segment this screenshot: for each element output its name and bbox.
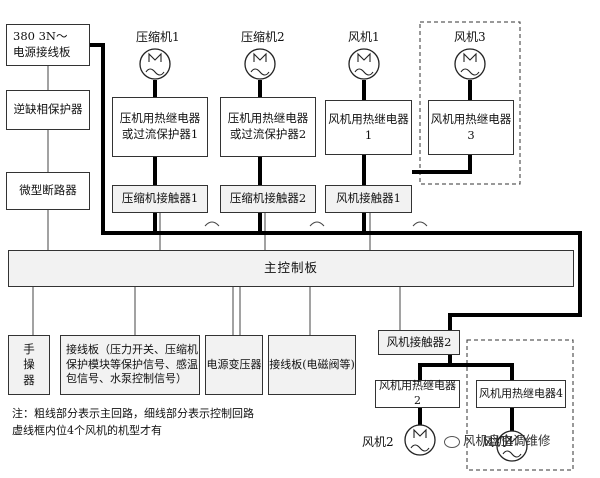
compressor2-contactor: 压缩机接触器2 xyxy=(220,185,316,213)
watermark: 风机盘空调维修 xyxy=(444,430,551,449)
power-terminal-board: 380 3N～ 电源接线板 xyxy=(6,24,90,66)
micro-breaker: 微型断路器 xyxy=(6,172,90,210)
compressor1-label: 压缩机1 xyxy=(136,30,180,44)
optional-fan3-frame xyxy=(419,21,521,185)
fan3-motor-icon xyxy=(454,48,486,80)
wechat-icon xyxy=(444,435,460,448)
compressor1-relay: 压机用热继电器 或过流保护器1 xyxy=(112,97,208,157)
manual-controller: 手 操 器 xyxy=(8,335,50,395)
fan3-label: 风机3 xyxy=(454,30,486,44)
compressor2-relay: 压机用热继电器 或过流保护器2 xyxy=(220,97,316,157)
phase-protector: 逆缺相保护器 xyxy=(6,90,90,130)
power-transformer: 电源变压器 xyxy=(205,335,263,395)
fan2-contactor: 风机接触器2 xyxy=(378,330,460,355)
fan1-contactor: 风机接触器1 xyxy=(325,185,412,213)
main-control-board: 主控制板 xyxy=(8,250,574,287)
fan1-label: 风机1 xyxy=(348,30,380,44)
compressor1-motor-icon xyxy=(139,48,171,80)
fan1-relay: 风机用热继电器1 xyxy=(325,100,412,155)
fan4-label: 风机4 xyxy=(482,435,514,449)
diagram-note: 注：粗线部分表示主回路，细线部分表示控制回路 虚线框内位4个风机的机型才有 xyxy=(12,407,254,438)
fan4-motor-icon xyxy=(496,430,528,462)
fan4-relay: 风机用热继电器4 xyxy=(476,380,566,408)
fan3-relay: 风机用热继电器3 xyxy=(428,100,514,155)
fan2-motor-icon xyxy=(404,424,436,456)
compressor2-label: 压缩机2 xyxy=(241,30,285,44)
optional-fan4-frame xyxy=(466,339,574,471)
solenoid-terminal-board: 接线板(电磁阀等) xyxy=(268,335,356,395)
fan2-relay: 风机用热继电器2 xyxy=(375,379,460,408)
fan1-motor-icon xyxy=(348,48,380,80)
signal-terminal-board: 接线板（压力开关、压缩机 保护模块等保护信号、感温 包信号、水泵控制信号） xyxy=(60,335,200,395)
fan2-label: 风机2 xyxy=(362,435,394,449)
compressor1-contactor: 压缩机接触器1 xyxy=(112,185,208,213)
compressor2-motor-icon xyxy=(244,48,276,80)
